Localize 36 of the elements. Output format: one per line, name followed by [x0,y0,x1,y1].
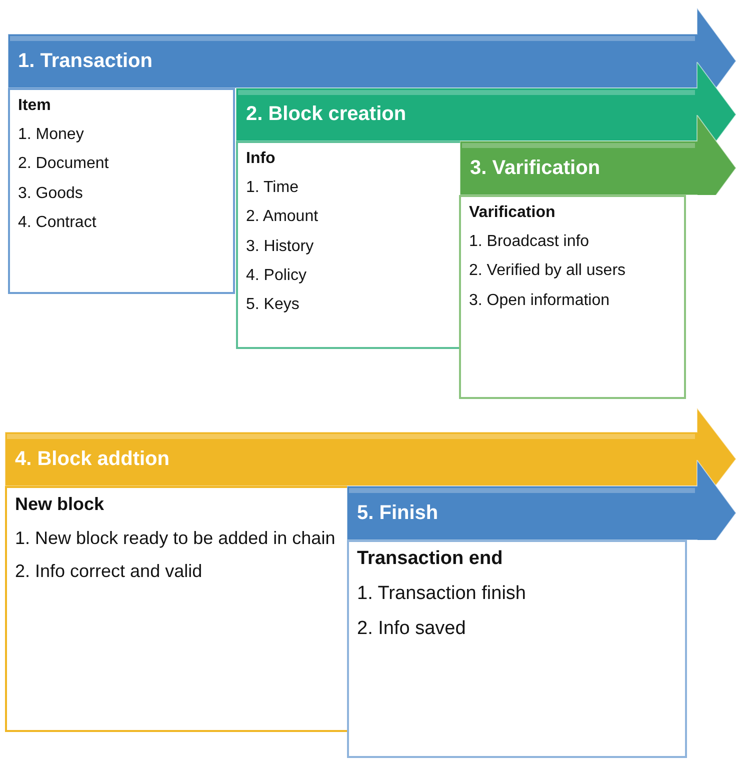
card-heading: New block [15,494,106,516]
list-item: 2. Info correct and valid [15,561,204,583]
card-heading: Transaction end [357,548,504,571]
list-item: 2. Info saved [357,618,467,640]
list-item: 2. Verified by all users [469,261,627,281]
list-item: 3. Open information [469,290,611,310]
list-item: 1. Broadcast info [469,232,590,252]
info-card [347,540,687,758]
list-item: 3. Goods [18,184,84,203]
info-card [8,88,235,294]
stage-title: 4. Block addtion [15,446,170,472]
card-heading: Item [18,96,52,116]
arrow-banner [460,115,736,195]
list-item: 2. Document [18,154,110,174]
list-item: 4. Contract [18,212,98,232]
arrow-banner [347,460,736,540]
stage-title: 1. Transaction [18,48,152,74]
info-card [5,486,350,732]
list-item: 1. New block ready to be added in chain [15,528,336,550]
card-heading: Varification [469,203,556,222]
list-item: 3. History [246,236,315,256]
list-item: 2. Amount [246,207,320,227]
card-heading: Info [246,149,276,168]
list-item: 1. Transaction finish [357,582,527,606]
list-item: 1. Money [18,125,85,144]
stage-title: 2. Block creation [246,102,406,127]
stage-title: 5. Finish [357,500,438,526]
stage-title: 3. Varification [470,156,600,180]
arrow-banner [5,408,736,486]
info-card [236,141,463,349]
arrow-banner [236,62,736,141]
arrow-banner [8,8,736,88]
list-item: 4. Policy [246,266,308,285]
info-card [459,195,686,399]
list-item: 1. Time [246,178,300,198]
list-item: 5. Keys [246,294,300,314]
